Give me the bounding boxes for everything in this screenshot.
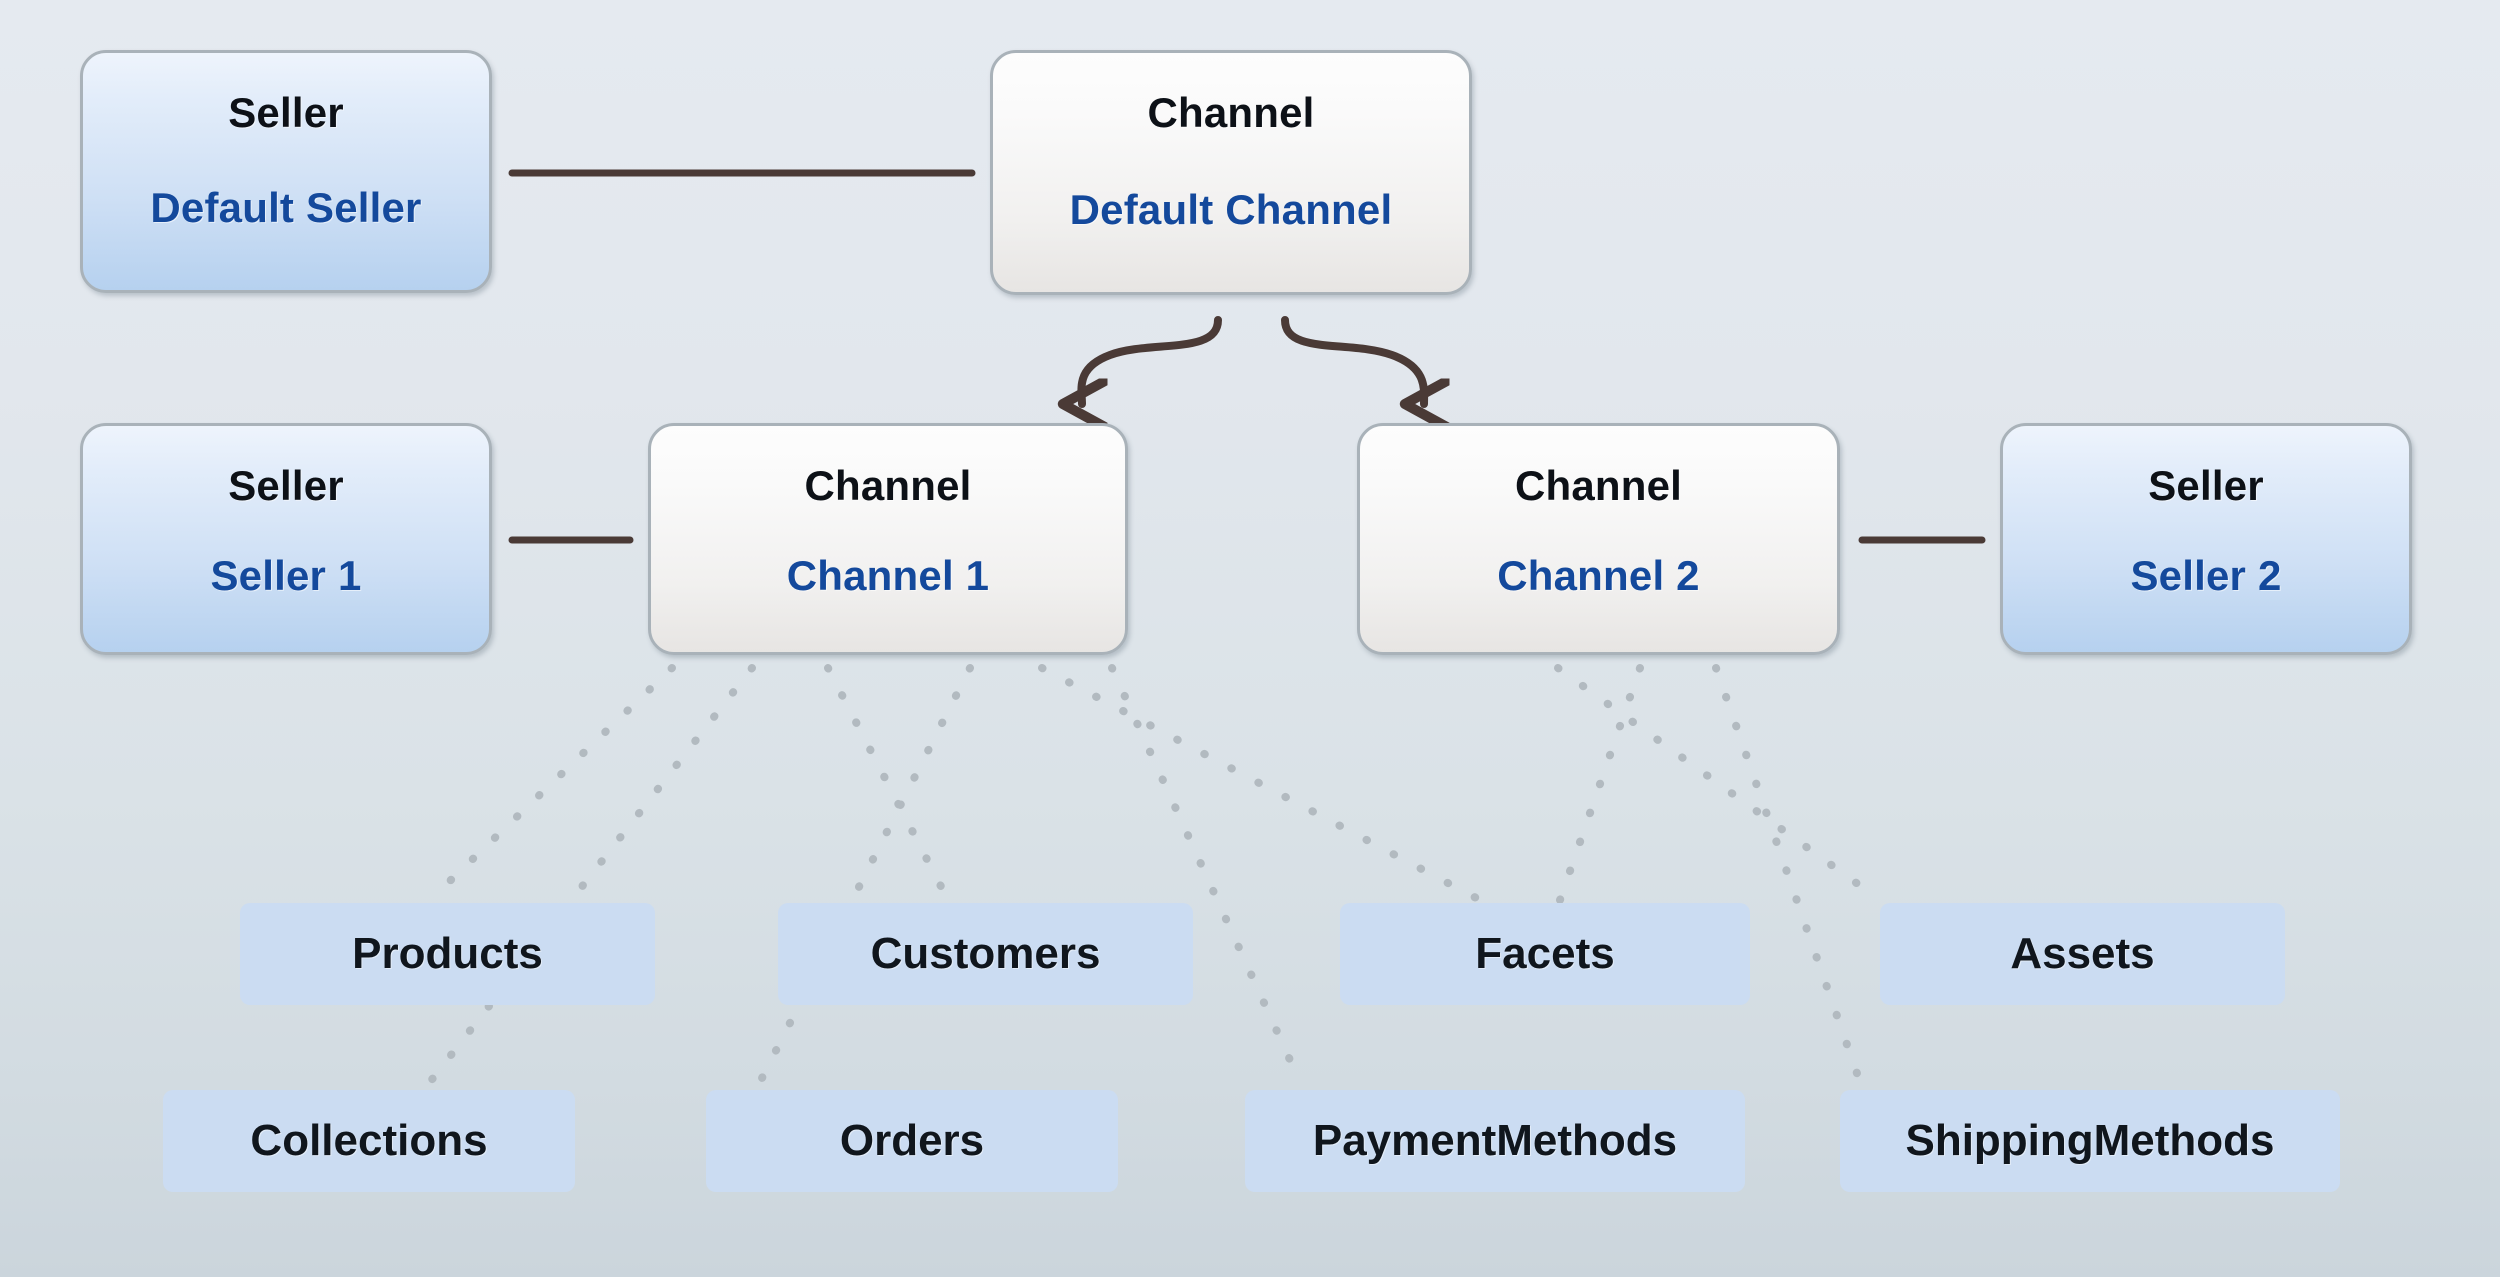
- entity-chip-collections[interactable]: Collections: [163, 1090, 575, 1192]
- entity-name-label: Seller 2: [2130, 552, 2282, 599]
- arrow-connectors: [1081, 316, 1424, 404]
- entity-name-label: Channel 2: [1497, 552, 1700, 599]
- connector-channel1-to-products: [426, 664, 676, 904]
- connector-default-channel-to-channel2: [1281, 316, 1424, 404]
- connector-channel2-to-facets: [1556, 664, 1644, 904]
- connector-channel1-to-customers: [824, 664, 952, 904]
- entity-type-label: Seller: [2148, 462, 2264, 509]
- connector-channel1-to-orders: [756, 664, 974, 1086]
- connector-channel2-to-shippingmethods: [1712, 664, 1864, 1086]
- entity-name-label: Channel 1: [786, 552, 990, 599]
- entity-name-label: Default Seller: [150, 184, 422, 231]
- connector-channel1-to-collections: [426, 664, 756, 1086]
- entity-type-label: Channel: [1147, 89, 1315, 136]
- entity-chip-orders[interactable]: Orders: [706, 1090, 1118, 1192]
- entity-chip-shippingmethods[interactable]: ShippingMethods: [1840, 1090, 2340, 1192]
- entity-chip-products[interactable]: Products: [240, 903, 655, 1005]
- entity-chip-facets[interactable]: Facets: [1340, 903, 1750, 1005]
- dotted-connectors: [426, 664, 1884, 1086]
- entity-chip-paymentmethods[interactable]: PaymentMethods: [1245, 1090, 1745, 1192]
- entity-chip-customers[interactable]: Customers: [778, 903, 1193, 1005]
- entity-type-label: Channel: [804, 462, 972, 509]
- entity-name-label: Seller 1: [210, 552, 362, 599]
- connector-channel2-to-assets: [1554, 664, 1884, 904]
- entity-type-label: Channel: [1514, 462, 1683, 509]
- connector-channel1-to-paymentmethods: [1108, 664, 1304, 1086]
- entity-name-label: Default Channel: [1069, 186, 1393, 233]
- connector-default-channel-to-channel1: [1081, 316, 1222, 404]
- entity-type-label: Seller: [228, 462, 344, 509]
- connector-channel1-to-facets: [1038, 664, 1484, 904]
- entity-chip-assets[interactable]: Assets: [1880, 903, 2285, 1005]
- entity-type-label: Seller: [228, 89, 344, 136]
